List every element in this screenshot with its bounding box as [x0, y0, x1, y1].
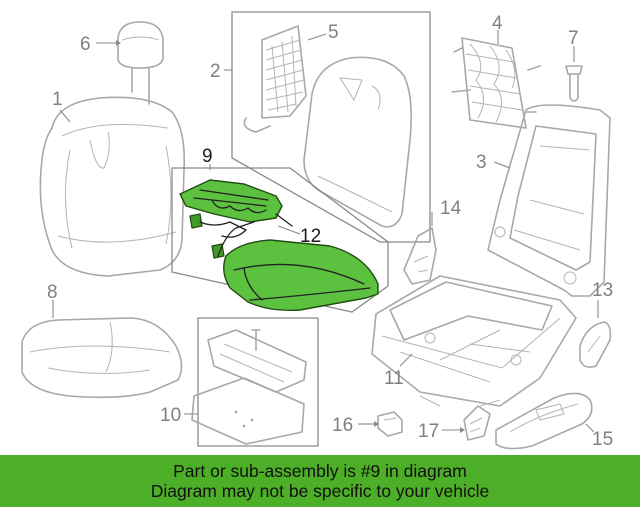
part-12-leader [277, 225, 301, 235]
part-3-seatback-frame[interactable] [487, 104, 611, 297]
callout-5: 5 [328, 22, 339, 43]
callout-10: 10 [160, 405, 181, 426]
part-11-track-assembly[interactable] [371, 275, 577, 407]
callout-6: 6 [80, 34, 91, 55]
banner-line-2: Diagram may not be specific to your vehi… [150, 481, 490, 501]
part-4-spring-mat[interactable] [451, 30, 541, 129]
part-10-cushion-frame[interactable] [207, 329, 307, 393]
callout-14: 14 [440, 198, 462, 219]
part-8-cushion-cover[interactable] [21, 300, 183, 399]
callout-11: 11 [384, 368, 404, 389]
part-13-side-trim[interactable] [579, 300, 612, 368]
info-banner: Part or sub-assembly is #9 in diagram Di… [0, 455, 640, 507]
callout-2: 2 [210, 61, 221, 82]
callout-7: 7 [568, 28, 579, 49]
callout-17: 17 [418, 421, 439, 442]
callout-13: 13 [592, 280, 613, 301]
part-2-seatback-pad[interactable] [303, 56, 412, 228]
part-9-cushion-pad-highlighted[interactable] [223, 239, 379, 312]
part-9-cushion-pan-highlighted[interactable] [179, 179, 293, 259]
part-9-group-box[interactable] [171, 164, 389, 313]
part-16-clip[interactable] [358, 411, 403, 437]
callout-8: 8 [47, 282, 58, 303]
callout-12: 12 [300, 226, 321, 247]
part-15-side-shield[interactable] [495, 392, 595, 450]
part-14-bracket[interactable] [403, 212, 437, 285]
part-5-lumbar-panel[interactable] [243, 25, 327, 133]
part-6-headrest[interactable] [96, 21, 164, 105]
callout-1: 1 [52, 89, 63, 110]
callout-15: 15 [592, 429, 613, 450]
callout-9: 9 [202, 146, 213, 167]
callout-4: 4 [492, 13, 503, 34]
part-1-seatback-cover[interactable] [39, 96, 186, 277]
banner-line-1: Part or sub-assembly is #9 in diagram [173, 461, 467, 481]
seat-parts-diagram: 6 1 8 2 5 [21, 11, 613, 450]
callout-3: 3 [476, 152, 487, 173]
part-10-group-box[interactable] [184, 317, 319, 447]
part-2-group-box[interactable] [224, 11, 431, 243]
part-10-cushion-insulator[interactable] [191, 377, 305, 445]
part-17-switch[interactable] [442, 405, 491, 441]
part-7-pin[interactable] [565, 46, 583, 102]
callout-16: 16 [332, 415, 353, 436]
